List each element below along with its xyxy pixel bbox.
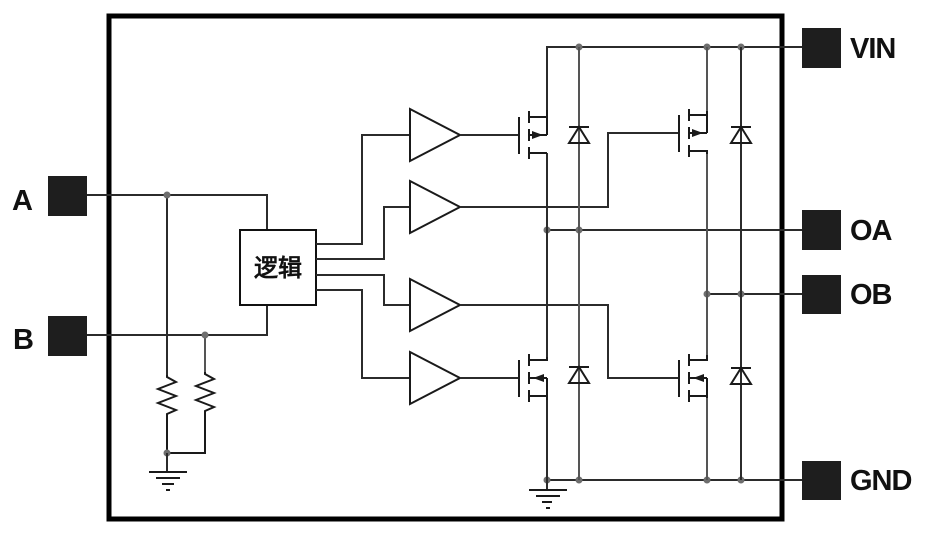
ob-rail — [703, 290, 805, 298]
pin-b-label: B — [13, 324, 33, 356]
pin-a: A — [12, 176, 87, 217]
wire-a — [87, 194, 268, 230]
wire-b — [87, 305, 268, 336]
wire-buf3-q4 — [460, 304, 679, 379]
pin-vin-label: VIN — [850, 33, 895, 65]
resistor-a — [155, 375, 179, 452]
pin-gnd-pad — [802, 461, 841, 500]
pin-b-pad — [48, 316, 87, 356]
diode-d4 — [729, 366, 753, 385]
junction-a — [163, 191, 171, 199]
pin-oa-pad — [802, 210, 841, 250]
wire-vin-rail — [546, 46, 805, 110]
input-wires — [87, 191, 268, 375]
diode-d1 — [567, 125, 591, 144]
gnd-rail — [543, 476, 805, 484]
pin-vin: VIN — [802, 28, 896, 68]
chip-outline — [106, 13, 785, 522]
pin-vin-pad — [802, 28, 841, 68]
ground-icon-bridge — [529, 480, 567, 509]
logic-output-wires — [316, 134, 410, 379]
logic-label: 逻辑 — [254, 253, 302, 282]
buffer-1 — [409, 107, 463, 163]
diode-d3 — [567, 365, 591, 384]
pin-b: B — [13, 316, 87, 356]
vin-rail — [546, 43, 805, 110]
pin-ob: OB — [802, 275, 893, 314]
wire-logic-buf3 — [316, 274, 410, 306]
junction-b — [201, 331, 209, 339]
resistor-a-zigzag — [155, 375, 179, 452]
ground-icon-left — [149, 453, 187, 491]
mosfet-q3 — [518, 354, 548, 402]
pin-gnd-label: GND — [850, 465, 912, 497]
pin-a-pad — [48, 176, 87, 216]
pin-ob-pad — [802, 275, 841, 314]
oa-rail — [543, 226, 805, 234]
pin-gnd: GND — [802, 461, 913, 500]
mosfet-q2 — [678, 109, 708, 157]
pin-oa-label: OA — [850, 215, 893, 247]
wire-logic-buf2 — [316, 206, 410, 260]
logic-block: 逻辑 — [239, 229, 317, 306]
logic-box — [239, 229, 317, 306]
resistor-b-zigzag — [167, 372, 217, 454]
buffer-output-wires — [460, 132, 679, 379]
diode-d2 — [729, 125, 753, 144]
wire-buf2-q2 — [460, 132, 679, 208]
resistor-b — [167, 372, 217, 454]
pin-a-label: A — [12, 185, 33, 217]
buffer-4 — [409, 350, 463, 406]
pin-ob-label: OB — [850, 279, 892, 311]
mosfet-q1 — [518, 110, 548, 159]
wire-logic-buf4 — [316, 289, 410, 379]
mosfet-q4 — [678, 354, 708, 402]
buffer-2 — [409, 179, 463, 235]
pin-oa: OA — [802, 210, 894, 250]
buffer-3 — [409, 277, 463, 333]
wire-logic-buf1 — [316, 134, 410, 245]
